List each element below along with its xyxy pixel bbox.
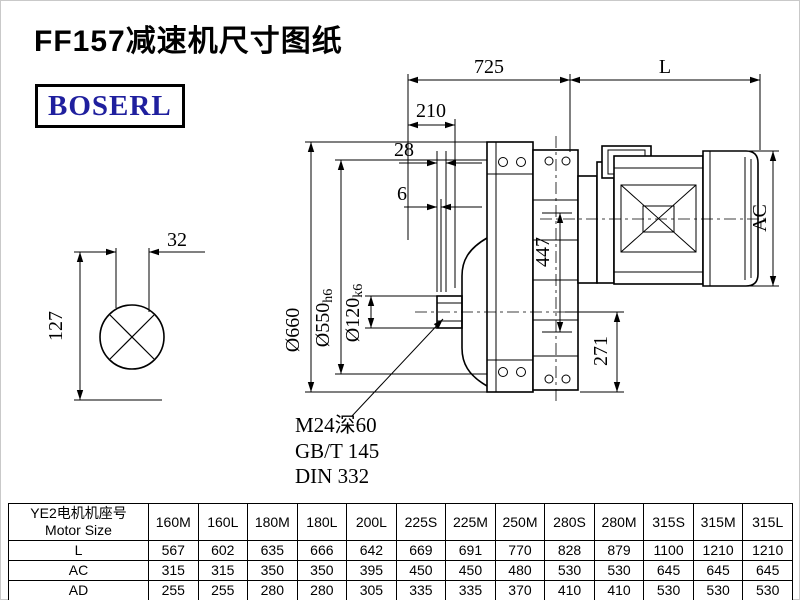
dim-447-label: 447 — [532, 237, 554, 267]
boserl-logo-text: BOSERL — [48, 89, 172, 122]
table-cell: 280 — [296, 580, 348, 600]
dim-6-label: 6 — [397, 183, 407, 205]
table-cell: 410 — [544, 580, 595, 600]
col-header: 280M — [593, 503, 645, 541]
table-cell: 770 — [494, 540, 546, 561]
table-cell: 530 — [643, 580, 694, 600]
col-header: 280S — [544, 503, 595, 541]
table-cell: 530 — [544, 560, 595, 581]
motor-size-header: YE2电机机座号 Motor Size — [8, 503, 149, 541]
note-thread: M24深60 — [295, 413, 377, 437]
table-cell: 315 — [148, 560, 199, 581]
table-cell: 645 — [742, 560, 793, 581]
dim-271-label: 271 — [590, 336, 612, 366]
table-cell: 645 — [692, 560, 744, 581]
dim-725-label: 725 — [474, 56, 504, 78]
table-header-row: YE2电机机座号 Motor Size 160M 160L 180M 180L … — [8, 503, 793, 541]
table-cell: 350 — [296, 560, 348, 581]
dia-550-tolerance: h6 — [321, 289, 336, 303]
table-cell: 280 — [247, 580, 298, 600]
table-cell: 395 — [346, 560, 397, 581]
col-header: 225S — [395, 503, 447, 541]
table-cell: 669 — [395, 540, 447, 561]
table-cell: 567 — [148, 540, 199, 561]
table-cell: 350 — [247, 560, 298, 581]
dia-120-label: Ø120k6 — [342, 284, 366, 342]
dim-L-label: L — [659, 56, 671, 78]
table-cell: 645 — [643, 560, 694, 581]
dia-550-main: Ø550 — [312, 303, 334, 347]
col-header: 160M — [148, 503, 199, 541]
header-cn: YE2电机机座号 — [30, 505, 127, 522]
col-header: 200L — [346, 503, 397, 541]
table-cell: 1210 — [742, 540, 793, 561]
table-cell: 315 — [197, 560, 249, 581]
table-cell: 642 — [346, 540, 397, 561]
col-header: 180M — [247, 503, 298, 541]
note-din-standard: DIN 332 — [295, 464, 369, 488]
col-header: 315L — [742, 503, 793, 541]
dim-127-label: 127 — [45, 311, 67, 341]
technical-drawing: 32 127 — [45, 56, 779, 488]
col-header: 250M — [494, 503, 546, 541]
col-header: 315M — [692, 503, 744, 541]
table-cell: 530 — [593, 560, 645, 581]
table-cell: 370 — [494, 580, 546, 600]
table-cell: 602 — [197, 540, 249, 561]
table-cell: 255 — [197, 580, 249, 600]
table-row-AC: AC 315 315 350 350 395 450 450 480 530 5… — [8, 560, 793, 581]
table-cell: 530 — [692, 580, 744, 600]
table-cell: 1210 — [692, 540, 744, 561]
dia-120-tolerance: k6 — [351, 284, 366, 298]
table-cell: 530 — [742, 580, 793, 600]
dim-28-label: 28 — [394, 139, 414, 161]
row-label: L — [8, 540, 149, 561]
table-cell: 879 — [593, 540, 645, 561]
dimensions: 725 L 210 28 6 AC 447 — [282, 56, 779, 488]
table-cell: 450 — [395, 560, 447, 581]
dia-660-label: Ø660 — [282, 308, 304, 352]
note-gbt-standard: GB/T 145 — [295, 439, 379, 463]
gear-housing — [532, 149, 579, 391]
table-cell: 450 — [445, 560, 496, 581]
table-cell: 828 — [544, 540, 595, 561]
motor — [577, 145, 759, 287]
dim-AC-label: AC — [749, 204, 771, 232]
row-label: AC — [8, 560, 149, 581]
row-label: AD — [8, 580, 149, 600]
col-header: 180L — [296, 503, 348, 541]
table-cell: 691 — [445, 540, 496, 561]
col-header: 315S — [643, 503, 694, 541]
dia-550-label: Ø550h6 — [312, 289, 336, 347]
dim-210-label: 210 — [416, 100, 446, 122]
table-row-AD: AD 255 255 280 280 305 335 335 370 410 4… — [8, 580, 793, 600]
table-cell: 335 — [395, 580, 447, 600]
table-cell: 1100 — [643, 540, 694, 561]
shaft-end-view: 32 127 — [45, 229, 205, 401]
table-cell: 335 — [445, 580, 496, 600]
table-cell: 635 — [247, 540, 298, 561]
dia-120-main: Ø120 — [342, 298, 364, 342]
table-cell: 480 — [494, 560, 546, 581]
table-cell: 410 — [593, 580, 645, 600]
dim-32-label: 32 — [167, 229, 187, 251]
table-cell: 666 — [296, 540, 348, 561]
page-title: FF157减速机尺寸图纸 — [34, 25, 343, 58]
boserl-logo: BOSERL — [35, 84, 185, 128]
motor-size-table: YE2电机机座号 Motor Size 160M 160L 180M 180L … — [8, 503, 793, 600]
table-cell: 255 — [148, 580, 199, 600]
header-en: Motor Size — [45, 522, 112, 538]
col-header: 225M — [445, 503, 496, 541]
table-cell: 305 — [346, 580, 397, 600]
gearbox-flange — [461, 141, 534, 393]
table-row-L: L 567 602 635 666 642 669 691 770 828 87… — [8, 540, 793, 561]
col-header: 160L — [197, 503, 249, 541]
center-lines — [415, 136, 768, 402]
